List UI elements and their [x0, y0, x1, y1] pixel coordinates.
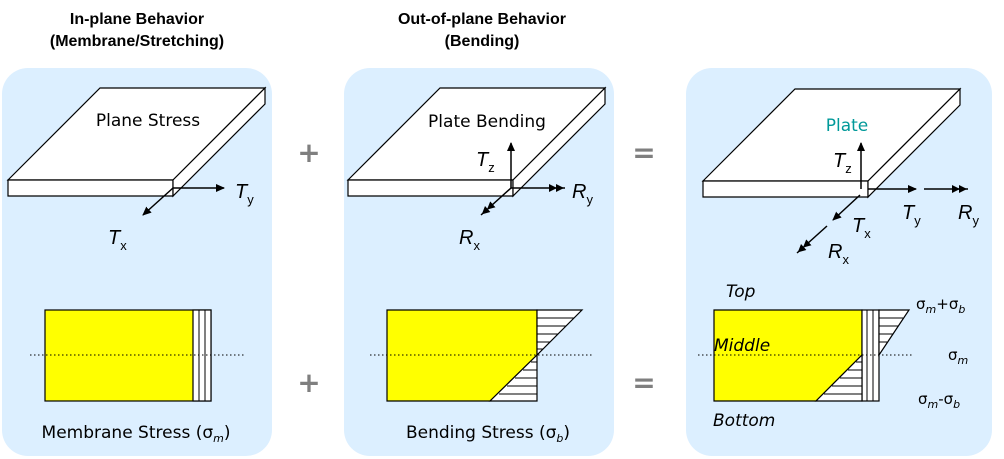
combined-ty-label: Ty [902, 202, 921, 228]
sigma-m-minus-b: σm-σb [918, 390, 960, 411]
membrane-stress-diagram [30, 309, 244, 402]
inplane-header-line1: In-plane Behavior [70, 11, 204, 28]
combined-stress-diagram [698, 309, 912, 402]
rx-label: Rx [459, 227, 480, 253]
combined-plate [701, 87, 962, 199]
tx-label: Tx [108, 227, 127, 253]
tz-label: Tz [476, 149, 495, 175]
equals-operator-bottom: = [632, 366, 655, 399]
outplane-header-line1: Out-of-plane Behavior [398, 11, 566, 28]
outplane-plate [346, 86, 607, 198]
equals-operator-top: = [632, 136, 655, 169]
bottom-label: Bottom [713, 411, 775, 431]
combined-tz-label: Tz [833, 150, 852, 176]
plate-label: Plate [826, 116, 869, 136]
membrane-stress-label: Membrane Stress (σm) [42, 423, 231, 445]
plus-operator-bottom: + [297, 366, 320, 399]
inplane-header-line2: (Membrane/Stretching) [50, 33, 224, 50]
sigma-m: σm [948, 346, 968, 367]
ry-label: Ry [572, 181, 593, 207]
plate-bending-label: Plate Bending [428, 112, 546, 132]
bending-stress-diagram [370, 309, 592, 402]
tx-arrow [142, 187, 174, 216]
plane-stress-label: Plane Stress [96, 111, 200, 131]
combined-ry-label: Ry [958, 202, 979, 228]
plus-operator-top: + [297, 136, 320, 169]
combined-rx-label: Rx [828, 241, 849, 267]
sigma-m-plus-b: σm+σb [916, 295, 965, 316]
combined-tx-arrow [832, 194, 861, 221]
ty-label: Ty [235, 181, 254, 207]
top-label: Top [726, 282, 756, 302]
combined-tx-label: Tx [852, 215, 871, 241]
combined-rx-arrow [796, 225, 828, 254]
inplane-plate [6, 86, 267, 198]
outplane-header-line2: (Bending) [445, 33, 520, 50]
rx-arrow [480, 187, 512, 216]
middle-label: Middle [714, 336, 770, 356]
bending-stress-label: Bending Stress (σb) [406, 423, 570, 445]
